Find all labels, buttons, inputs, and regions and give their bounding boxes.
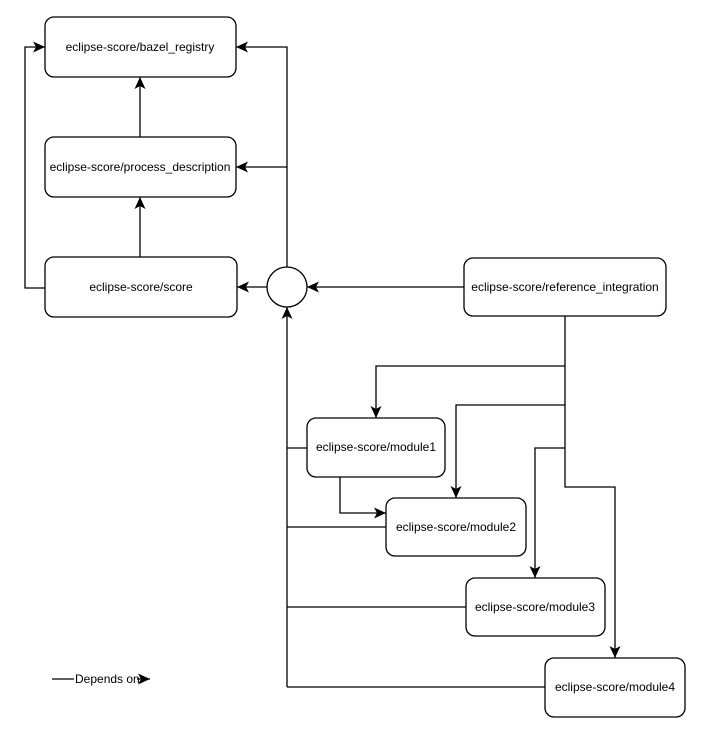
node-box-bazel-registry: [44, 16, 237, 78]
node-label-module4: eclipse-score/module4: [555, 680, 675, 694]
legend: Depends on: [52, 672, 150, 686]
node-box-module2: [385, 497, 527, 557]
node-box-module3: [465, 577, 606, 637]
edge-score-to-bazel-registry: [24, 41, 45, 289]
edge-reference-integration-to-module3: [529, 447, 565, 578]
edge-reference-integration-to-module1: [370, 365, 565, 418]
node-box-module1: [306, 417, 446, 478]
edge-junction-to-bazel-registry: [236, 41, 288, 267]
node-box-module4: [544, 657, 686, 718]
node-box-reference-integration: [463, 257, 667, 317]
node-module4: eclipse-score/module4: [544, 657, 686, 718]
node-reference-integration: eclipse-score/reference_integration: [463, 257, 667, 317]
junction-circle: [266, 266, 308, 308]
edge-layer: [24, 41, 621, 688]
node-label-reference-integration: eclipse-score/reference_integration: [471, 280, 658, 294]
node-score: eclipse-score/score: [44, 256, 238, 318]
node-module1: eclipse-score/module1: [306, 417, 446, 478]
node-box-process-description: [44, 136, 237, 198]
node-label-module3: eclipse-score/module3: [475, 600, 595, 614]
node-label-module1: eclipse-score/module1: [316, 440, 436, 454]
node-label-score: eclipse-score/score: [89, 280, 193, 294]
node-bazel-registry: eclipse-score/bazel_registry: [44, 16, 237, 78]
node-box-score: [44, 256, 238, 318]
node-module2: eclipse-score/module2: [385, 497, 527, 557]
node-process-description: eclipse-score/process_description: [44, 136, 237, 198]
node-module3: eclipse-score/module3: [465, 577, 606, 637]
edge-reference-integration-to-module2: [450, 404, 565, 498]
node-label-bazel-registry: eclipse-score/bazel_registry: [66, 40, 215, 54]
edge-module1-to-module2: [339, 477, 386, 519]
legend-label: Depends on: [75, 672, 140, 686]
node-label-process-description: eclipse-score/process_description: [50, 160, 231, 174]
edge-reference-integration-to-module4: [564, 316, 621, 658]
node-label-module2: eclipse-score/module2: [396, 520, 516, 534]
